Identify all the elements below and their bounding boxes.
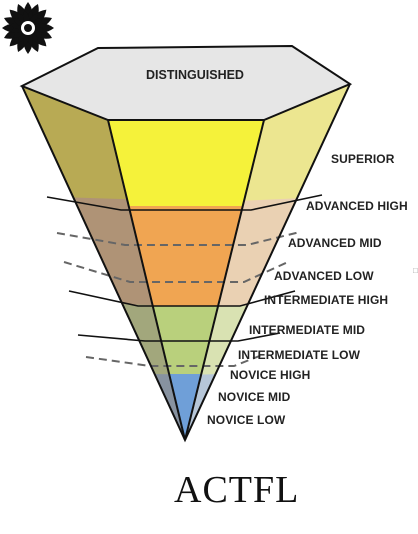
stray-mark: □: [413, 266, 418, 275]
sublevel-dashed-lines: [56, 231, 301, 367]
level-separators: [46, 194, 323, 342]
level-label-intermediate-mid: INTERMEDIATE MID: [249, 323, 366, 337]
level-label-advanced-low: ADVANCED LOW: [274, 269, 374, 283]
level-label-intermediate-low: INTERMEDIATE LOW: [238, 348, 361, 362]
level-label-novice-mid: NOVICE MID: [218, 390, 291, 404]
level-label-novice-low: NOVICE LOW: [207, 413, 286, 427]
top-face-distinguished: [19, 44, 353, 121]
level-label-advanced-mid: ADVANCED MID: [288, 236, 382, 250]
level-label-superior: SUPERIOR: [331, 152, 395, 166]
level-label-advanced-high: ADVANCED HIGH: [306, 199, 408, 213]
band-superior: [108, 120, 264, 210]
level-label-distinguished: DISTINGUISHED: [146, 68, 244, 82]
level-label-intermediate-high: INTERMEDIATE HIGH: [264, 293, 389, 307]
lotus-mandala-icon: [2, 2, 54, 54]
cone-edges: [21, 83, 351, 443]
actfl-logo-text: ACTFL: [174, 469, 300, 511]
level-label-novice-high: NOVICE HIGH: [230, 368, 311, 382]
